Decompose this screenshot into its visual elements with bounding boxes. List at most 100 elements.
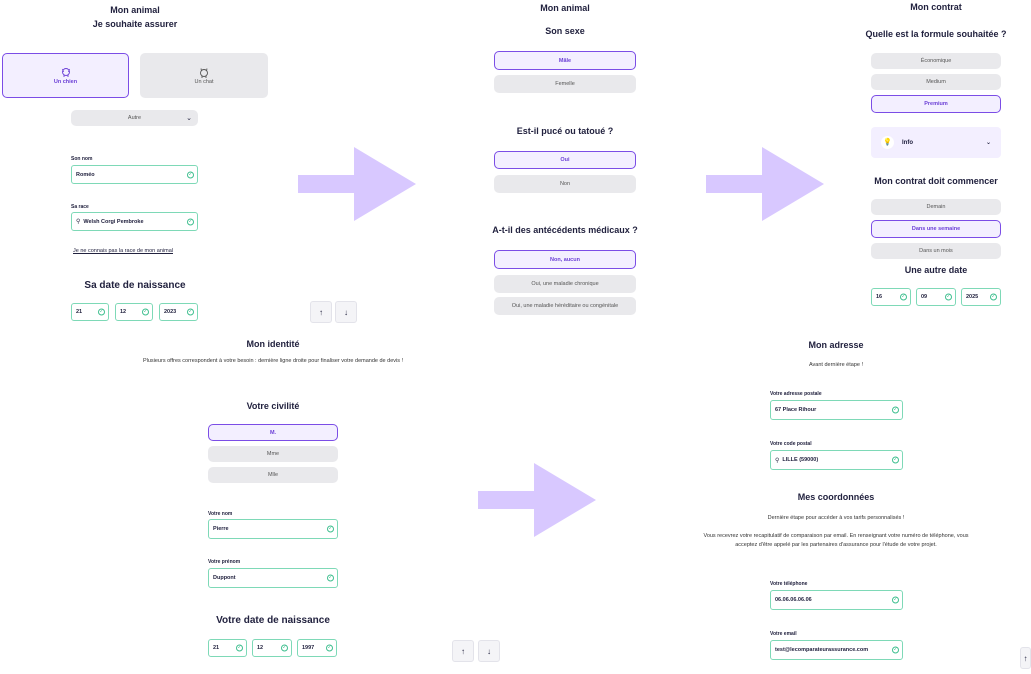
civility-option-mlle[interactable]: Mlle xyxy=(208,467,338,483)
birth-month-value: 12 xyxy=(120,309,127,315)
check-icon: ✓ xyxy=(892,646,899,654)
option-label: M. xyxy=(269,429,277,436)
option-label: Oui, une maladie chronique xyxy=(531,281,599,287)
page-title: Mon animal xyxy=(110,5,160,15)
phone-input[interactable]: 06.06.06.06.06 ✓ xyxy=(770,590,903,610)
civility-option-m[interactable]: M. xyxy=(208,424,338,441)
section-title: A-t-il des antécédents médicaux ? xyxy=(492,225,638,235)
option-label: Premium xyxy=(924,101,948,107)
email-input[interactable]: test@lecomparateurassurance.com ✓ xyxy=(770,640,903,660)
search-icon: ⚲ xyxy=(76,219,81,225)
coords-subtitle: Dernière étape pour accéder à vos tarifs… xyxy=(767,515,905,521)
birth-year-value: 1997 xyxy=(302,645,315,651)
info-label: Info xyxy=(902,139,913,146)
scroll-down-button[interactable]: ↓ xyxy=(335,301,357,323)
birth-month-value: 12 xyxy=(257,645,264,651)
arrow-up-icon: ↑ xyxy=(1023,653,1028,663)
birth-year-input[interactable]: 2023 ✓ xyxy=(159,303,198,321)
section-title: Est-il pucé ou tatoué ? xyxy=(516,126,614,136)
cat-icon xyxy=(200,67,208,78)
chip-option-yes[interactable]: Oui xyxy=(494,151,636,169)
check-icon: ✓ xyxy=(326,644,333,652)
lastname-input[interactable]: Pierre✓ xyxy=(208,519,338,539)
check-icon: ✓ xyxy=(945,293,952,301)
breed-unknown-link[interactable]: Je ne connais pas la race de mon animal xyxy=(73,248,173,254)
scroll-up-button[interactable]: ↑ xyxy=(310,301,332,323)
option-label: Dans une semaine xyxy=(911,226,961,232)
birth-day-input[interactable]: 21✓ xyxy=(208,639,247,657)
lastname-label: Votre nom xyxy=(208,511,233,517)
zip-value: LILLE (59000) xyxy=(782,457,819,463)
birth-day-value: 21 xyxy=(213,645,220,651)
section-title: Une autre date xyxy=(904,265,968,275)
section-title: Mes coordonnées xyxy=(797,492,875,502)
formula-option-premium[interactable]: Premium xyxy=(871,95,1001,113)
flow-arrow-icon xyxy=(706,147,824,221)
pet-other-select[interactable]: Autre ⌄ xyxy=(71,110,198,126)
option-label: Non, aucun xyxy=(550,256,580,263)
start-month-input[interactable]: 09 ✓ xyxy=(916,288,956,306)
firstname-input[interactable]: Duppont✓ xyxy=(208,568,338,588)
chevron-down-icon: ⌄ xyxy=(985,140,991,146)
birth-year-value: 2023 xyxy=(164,309,177,315)
start-month-value: 09 xyxy=(921,294,928,300)
pet-name-input[interactable]: Roméo ✓ xyxy=(71,165,198,184)
pet-option-dog[interactable]: Un chien xyxy=(2,53,129,98)
option-label: Économique xyxy=(920,58,952,64)
flow-arrow-icon xyxy=(478,463,596,537)
sex-option-male[interactable]: Mâle xyxy=(494,51,636,70)
medical-option-hereditary[interactable]: Oui, une maladie héréditaire ou congénit… xyxy=(494,297,636,315)
formula-option-economic[interactable]: Économique xyxy=(871,53,1001,69)
option-label: Dans un mois xyxy=(919,248,953,254)
phone-label: Votre téléphone xyxy=(770,581,808,587)
birth-month-input[interactable]: 12✓ xyxy=(252,639,292,657)
page-title: Mon adresse xyxy=(808,340,864,350)
check-icon: ✓ xyxy=(327,574,334,582)
section-title: Quelle est la formule souhaitée ? xyxy=(865,29,1007,39)
zip-input[interactable]: ⚲LILLE (59000)✓ xyxy=(770,450,903,470)
start-year-input[interactable]: 2025✓ xyxy=(961,288,1001,306)
start-day-value: 16 xyxy=(876,294,883,300)
scroll-up-button[interactable]: ↑ xyxy=(1020,647,1031,669)
arrow-down-icon: ↓ xyxy=(344,307,348,317)
pet-option-label: Un chat xyxy=(194,78,214,85)
birth-year-input[interactable]: 1997 ✓ xyxy=(297,639,337,657)
option-label: Oui xyxy=(560,157,570,163)
scroll-up-button[interactable]: ↑ xyxy=(452,640,474,662)
civility-option-mme[interactable]: Mme xyxy=(208,446,338,462)
email-value: test@lecomparateurassurance.com xyxy=(775,647,869,653)
pet-breed-input[interactable]: ⚲ Welsh Corgi Pembroke ✓ xyxy=(71,212,198,231)
formula-option-medium[interactable]: Medium xyxy=(871,74,1001,90)
page-title: Mon identité xyxy=(246,339,300,349)
check-icon: ✓ xyxy=(892,596,899,604)
medical-option-none[interactable]: Non, aucun xyxy=(494,250,636,269)
scroll-down-button[interactable]: ↓ xyxy=(478,640,500,662)
birth-month-input[interactable]: 12✓ xyxy=(115,303,153,321)
info-accordion[interactable]: 💡 Info ⌄ xyxy=(871,127,1001,158)
address-input[interactable]: 67 Place Rihour✓ xyxy=(770,400,903,420)
pet-name-value: Roméo xyxy=(76,171,95,178)
check-icon: ✓ xyxy=(187,308,194,316)
start-option-week[interactable]: Dans une semaine xyxy=(871,220,1001,238)
birth-day-input[interactable]: 21✓ xyxy=(71,303,109,321)
search-icon: ⚲ xyxy=(775,457,780,464)
phone-value: 06.06.06.06.06 xyxy=(775,597,812,603)
birth-date-title: Sa date de naissance xyxy=(84,280,186,291)
sex-option-female[interactable]: Femelle xyxy=(494,75,636,93)
chip-option-no[interactable]: Non xyxy=(494,175,636,193)
section-title: Votre civilité xyxy=(246,401,300,411)
start-day-input[interactable]: 16✓ xyxy=(871,288,911,306)
dog-icon xyxy=(61,67,70,77)
section-title: Je souhaite assurer xyxy=(92,19,178,29)
start-year-value: 2025 xyxy=(966,294,979,300)
check-icon: ✓ xyxy=(892,406,899,414)
check-icon: ✓ xyxy=(187,171,194,178)
birth-date-title: Votre date de naissance xyxy=(216,615,330,626)
option-label: Non xyxy=(559,181,571,187)
start-option-month[interactable]: Dans un mois xyxy=(871,243,1001,259)
medical-option-chronic[interactable]: Oui, une maladie chronique xyxy=(494,275,636,293)
pet-option-cat[interactable]: Un chat xyxy=(140,53,268,98)
firstname-label: Votre prénom xyxy=(208,559,241,565)
start-option-tomorrow[interactable]: Demain xyxy=(871,199,1001,215)
section-title: Son sexe xyxy=(545,26,585,36)
